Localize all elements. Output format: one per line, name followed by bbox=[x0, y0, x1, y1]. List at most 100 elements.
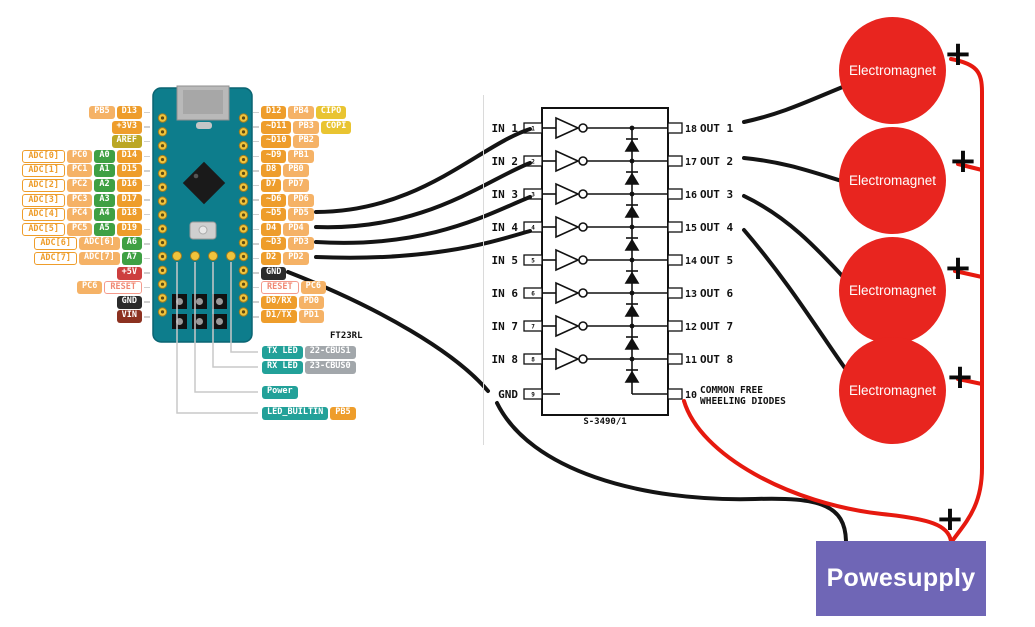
left-pin-row-15: VIN bbox=[0, 310, 150, 324]
pin-chip-pd6: PD6 bbox=[288, 193, 314, 207]
pin-chip-pd4: PD4 bbox=[283, 222, 309, 236]
pin-chip--d5: ~D5 bbox=[261, 208, 287, 222]
wire-bus-stub-em2 bbox=[956, 162, 984, 172]
electromagnet-label: Electromagnet bbox=[848, 63, 937, 78]
electromagnet-3-plus-terminal: + bbox=[943, 248, 973, 288]
wire-out1-to-electromagnet1 bbox=[742, 82, 852, 124]
ic-part-number: S-3490/1 bbox=[583, 417, 626, 427]
pin-chip-pc6: PC6 bbox=[77, 281, 103, 295]
pin-chip-a6: A6 bbox=[121, 237, 142, 251]
pin-chip-pc1: PC1 bbox=[67, 164, 93, 178]
pin-chip-d0-rx: D0/RX bbox=[261, 295, 297, 309]
arduino-board bbox=[152, 85, 253, 343]
ic-pin-8-label: IN 8 bbox=[492, 353, 519, 366]
ic-pin-14-label: OUT 5 bbox=[700, 254, 733, 267]
ic-pin-2-number: 2 bbox=[531, 159, 535, 166]
icsp-header bbox=[172, 294, 227, 329]
pin-chip-reset: RESET bbox=[261, 281, 299, 295]
pin-chip-adc-4-: ADC[4] bbox=[22, 208, 66, 222]
pin-chip-pb2: PB2 bbox=[293, 135, 319, 149]
left-pin-row-2: +3V3 bbox=[0, 120, 150, 134]
pin-chip-pb0: PB0 bbox=[283, 164, 309, 178]
pin-chip--d6: ~D6 bbox=[261, 193, 287, 207]
ic-pin-13-label: OUT 6 bbox=[700, 287, 733, 300]
pin-chip-aref: AREF bbox=[111, 135, 142, 149]
pin-chip--d3: ~D3 bbox=[261, 237, 287, 251]
ic-pin-14-number: 14 bbox=[685, 256, 697, 267]
pin-chip--3v3: +3V3 bbox=[111, 120, 142, 134]
pin-chip-pb5: PB5 bbox=[89, 106, 115, 119]
pin-chip-adc-5-: ADC[5] bbox=[22, 222, 66, 236]
ic-pin-1-label: IN 1 bbox=[492, 122, 519, 135]
pin-chip-pd5: PD5 bbox=[288, 208, 314, 222]
wire-bus-stub-em4 bbox=[956, 377, 984, 386]
pin-chip-adc-6-: ADC[6] bbox=[79, 237, 120, 251]
ic-pin-12-number: 12 bbox=[685, 322, 697, 333]
wire-out3-to-electromagnet3 bbox=[742, 194, 849, 283]
wire-out4-to-electromagnet4 bbox=[742, 228, 854, 380]
ic-pin-8-number: 8 bbox=[531, 357, 535, 364]
ic-pin-3-label: IN 3 bbox=[492, 188, 519, 201]
pin-chip-adc-3-: ADC[3] bbox=[22, 193, 66, 207]
pin-chip-d16: D16 bbox=[116, 178, 142, 192]
ic-pin-16-label: OUT 3 bbox=[700, 188, 733, 201]
pin-chip-a3: A3 bbox=[94, 193, 115, 207]
ic-pin-6-label: IN 6 bbox=[492, 287, 519, 300]
ic-pin-4-number: 4 bbox=[531, 225, 535, 232]
pin-chip-reset: RESET bbox=[104, 281, 142, 295]
ic-pin-13-number: 13 bbox=[685, 289, 697, 300]
wire-out2-to-electromagnet2 bbox=[742, 156, 847, 184]
pin-chip-22-cbus1: 22-CBUS1 bbox=[304, 346, 356, 359]
pin-chip-pd1: PD1 bbox=[298, 310, 324, 324]
crystal-oscillator bbox=[196, 122, 212, 129]
pin-chip-d18: D18 bbox=[116, 208, 142, 222]
pin-chip-d14: D14 bbox=[116, 149, 142, 163]
pin-chip-vin: VIN bbox=[116, 310, 142, 324]
pin-chip-pc4: PC4 bbox=[67, 208, 93, 222]
pin-chip-d1-tx: D1/TX bbox=[261, 310, 297, 324]
ic-pin-18-number: 18 bbox=[685, 124, 697, 135]
electromagnet-1: Electromagnet bbox=[839, 17, 946, 124]
pin-chip-adc-7-: ADC[7] bbox=[34, 251, 78, 265]
pin-chip-d7: D7 bbox=[261, 178, 282, 192]
ic-pin-7-label: IN 7 bbox=[492, 320, 519, 333]
ic-pin-17-number: 17 bbox=[685, 157, 697, 168]
wire-bus-stub-em3 bbox=[953, 269, 984, 279]
pin-chip--d11: ~D11 bbox=[261, 120, 292, 134]
pin-chip-adc-0-: ADC[0] bbox=[22, 149, 66, 163]
pin-chip-adc-2-: ADC[2] bbox=[22, 178, 66, 192]
pin-chip-gnd: GND bbox=[261, 266, 287, 280]
psu-plus-terminal: + bbox=[935, 499, 965, 539]
ic-pin-10-number: 10 bbox=[685, 390, 697, 401]
left-pin-row-3: AREF bbox=[0, 135, 150, 149]
pin-chip-d2: D2 bbox=[261, 251, 282, 265]
pin-chip-a7: A7 bbox=[121, 251, 142, 265]
power-supply-label: Powesupply bbox=[826, 564, 976, 592]
pin-chip-pd0: PD0 bbox=[298, 295, 324, 309]
electromagnet-label: Electromagnet bbox=[848, 173, 937, 188]
ic-pin-2-label: IN 2 bbox=[492, 155, 519, 168]
ftdi-chip-label: FT23RL bbox=[330, 331, 363, 341]
pin-chip-adc-7-: ADC[7] bbox=[79, 251, 120, 265]
ic-pin-11-number: 11 bbox=[685, 355, 697, 366]
electromagnet-1-plus-terminal: + bbox=[943, 34, 973, 74]
pin-chip-pb4: PB4 bbox=[288, 106, 314, 119]
bottom-pin-row-3: Power bbox=[262, 386, 298, 399]
pin-chip-pb5: PB5 bbox=[330, 407, 356, 420]
